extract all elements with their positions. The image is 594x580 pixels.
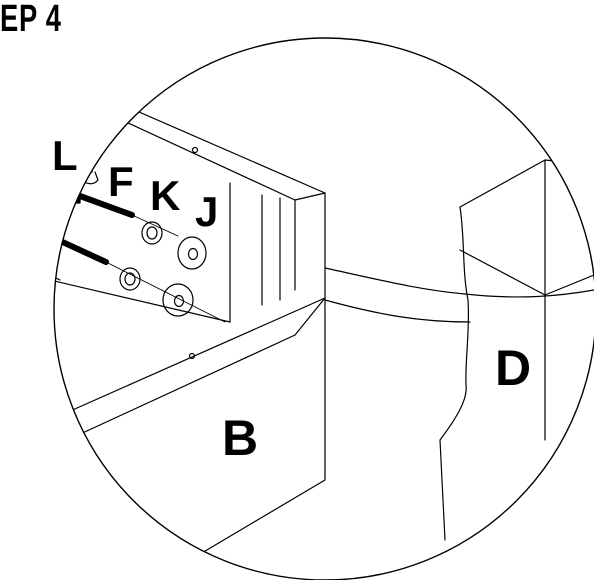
- back-panel-edges: [229, 182, 281, 323]
- label-j: J: [195, 188, 218, 235]
- magnified-view-circle: [53, 37, 594, 580]
- floor-curve: [324, 267, 594, 298]
- label-f: F: [108, 158, 134, 205]
- step-title: EP 4: [0, 0, 62, 40]
- panel-b: [54, 297, 326, 561]
- allen-key: [79, 106, 99, 185]
- hole-top: [191, 146, 199, 154]
- label-l: L: [52, 132, 78, 179]
- label-d: D: [495, 340, 531, 396]
- flat-washer-upper: [177, 236, 207, 270]
- lock-washer-upper: [141, 221, 163, 245]
- hole-front: [188, 352, 196, 360]
- floor-curve-lower: [324, 299, 471, 323]
- label-b: B: [222, 410, 258, 466]
- flat-washer-lower: [162, 283, 194, 317]
- label-k: K: [150, 172, 180, 219]
- scene-content: [54, 94, 594, 561]
- lock-washer-lower: [119, 267, 141, 291]
